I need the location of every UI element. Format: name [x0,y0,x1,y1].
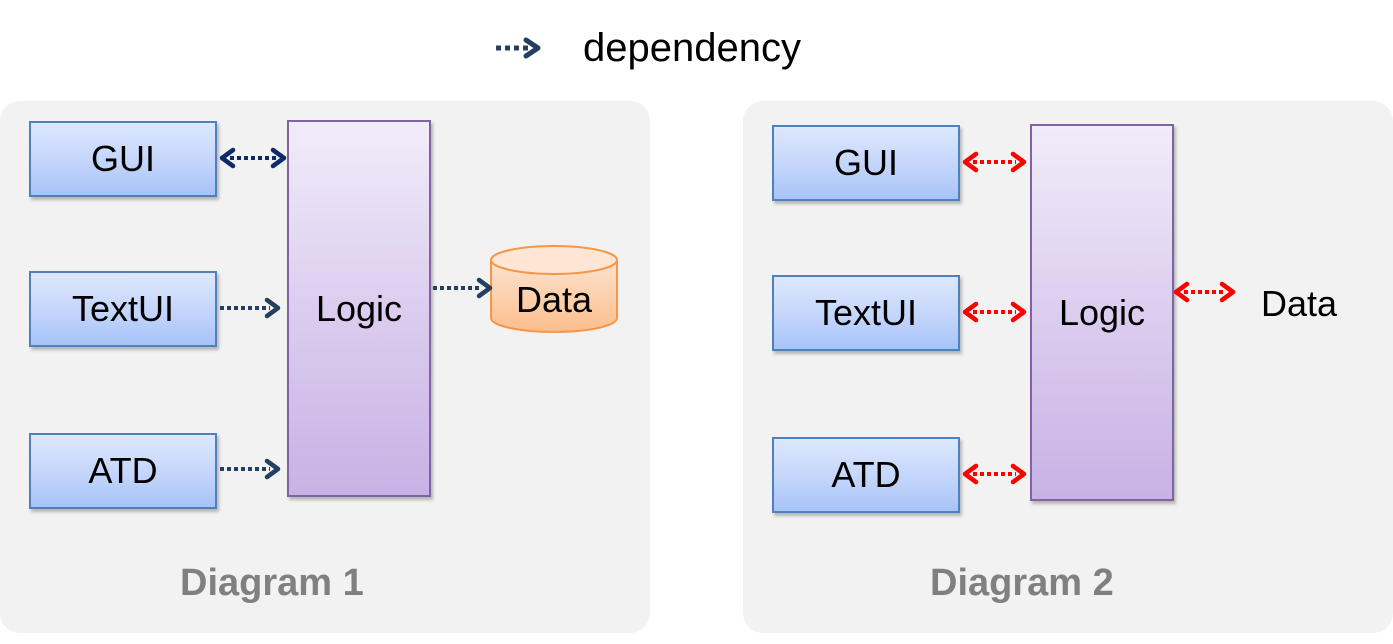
node-label: Logic [315,287,403,329]
node-label: TextUI [71,288,175,329]
diagram-2-data-node: Data [1236,278,1362,330]
diagram-2-gui-node: GUI [772,125,960,201]
legend: dependency [0,0,1393,90]
diagram-2-caption: Diagram 2 [930,562,1114,604]
node-label: GUI [833,142,898,183]
diagram-1-atd-node: ATD [29,433,217,509]
diagram-1-logic-node: Logic [287,120,431,497]
node-label: Data [515,279,593,320]
diagram-1-data-node: Data [491,274,617,326]
node-label: ATD [88,450,158,491]
diagram-2-logic-node: Logic [1030,124,1174,501]
node-label: GUI [90,138,155,179]
diagram-2-atd-node: ATD [772,437,960,513]
diagram-1-gui-node: GUI [29,121,217,197]
diagram-1-caption: Diagram 1 [180,562,364,604]
legend-dependency-arrow-icon [496,37,541,59]
diagram-1-textui-node: TextUI [29,271,217,347]
node-label: Logic [1058,291,1146,333]
diagram-2-textui-node: TextUI [772,275,960,351]
legend-label: dependency [583,26,801,70]
node-label: ATD [831,454,901,495]
node-label: Data [1260,283,1338,324]
node-label: TextUI [814,292,918,333]
